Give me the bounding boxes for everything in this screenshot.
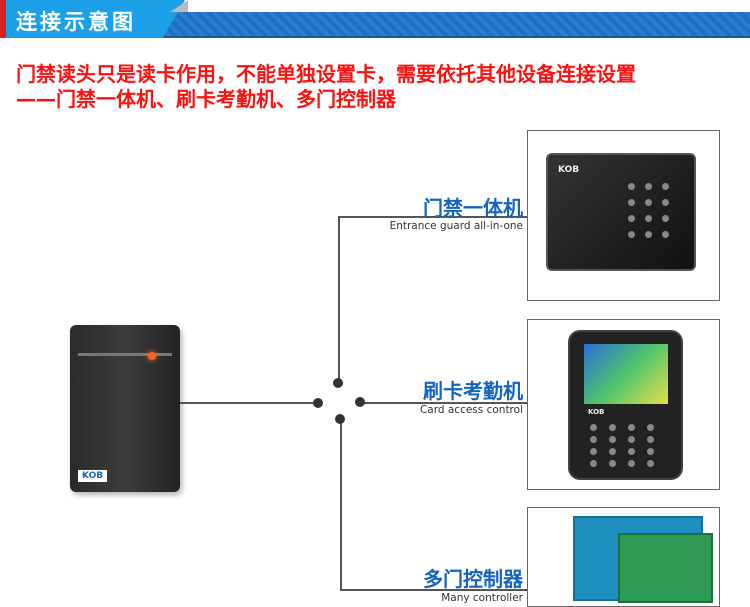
reader-strip xyxy=(78,353,172,356)
device-box-controller xyxy=(527,507,720,607)
connector-dot xyxy=(313,398,323,408)
connection-line-middle xyxy=(360,402,527,404)
header-title-tab xyxy=(0,0,185,38)
card-access-image: KOB xyxy=(568,330,683,480)
connection-line-lower xyxy=(340,589,527,591)
reader-logo: KOB xyxy=(78,470,108,482)
connection-line-upper xyxy=(338,216,527,218)
entrance-guard-image: KOB xyxy=(546,153,696,271)
connector-dot xyxy=(335,414,345,424)
device-label-en: Many controller xyxy=(441,592,523,604)
reader-led xyxy=(148,352,156,360)
section-title: 连接示意图 xyxy=(16,10,136,34)
device-screen xyxy=(584,344,668,404)
controller-board-image-2 xyxy=(618,533,713,603)
intro-line-1: 门禁读头只是读卡作用，不能单独设置卡，需要依托其他设备连接设置 xyxy=(16,62,636,86)
connection-line-upper-vertical xyxy=(338,216,340,383)
reader-connection-line xyxy=(180,402,318,404)
device-box-card-access: KOB xyxy=(527,319,720,490)
device-brand: KOB xyxy=(588,408,605,416)
keypad xyxy=(590,424,654,467)
header-red-accent xyxy=(0,0,6,38)
device-box-entrance-guard: KOB xyxy=(527,130,720,301)
device-label-cn: 门禁一体机 xyxy=(423,196,523,220)
connector-dot xyxy=(355,397,365,407)
device-label-en: Entrance guard all-in-one xyxy=(389,220,523,232)
connection-line-lower-vertical xyxy=(340,418,342,590)
device-brand: KOB xyxy=(558,165,580,175)
connector-dot xyxy=(333,378,343,388)
section-header: 连接示意图 xyxy=(0,0,750,38)
device-label-cn: 刷卡考勤机 xyxy=(423,379,523,403)
header-pattern-bar xyxy=(150,12,750,38)
keypad xyxy=(628,183,669,238)
device-label-en: Card access control xyxy=(419,404,523,416)
card-reader-image: KOB xyxy=(70,325,180,492)
device-label-cn: 多门控制器 xyxy=(423,567,523,591)
intro-line-2: ——门禁一体机、刷卡考勤机、多门控制器 xyxy=(16,87,396,111)
